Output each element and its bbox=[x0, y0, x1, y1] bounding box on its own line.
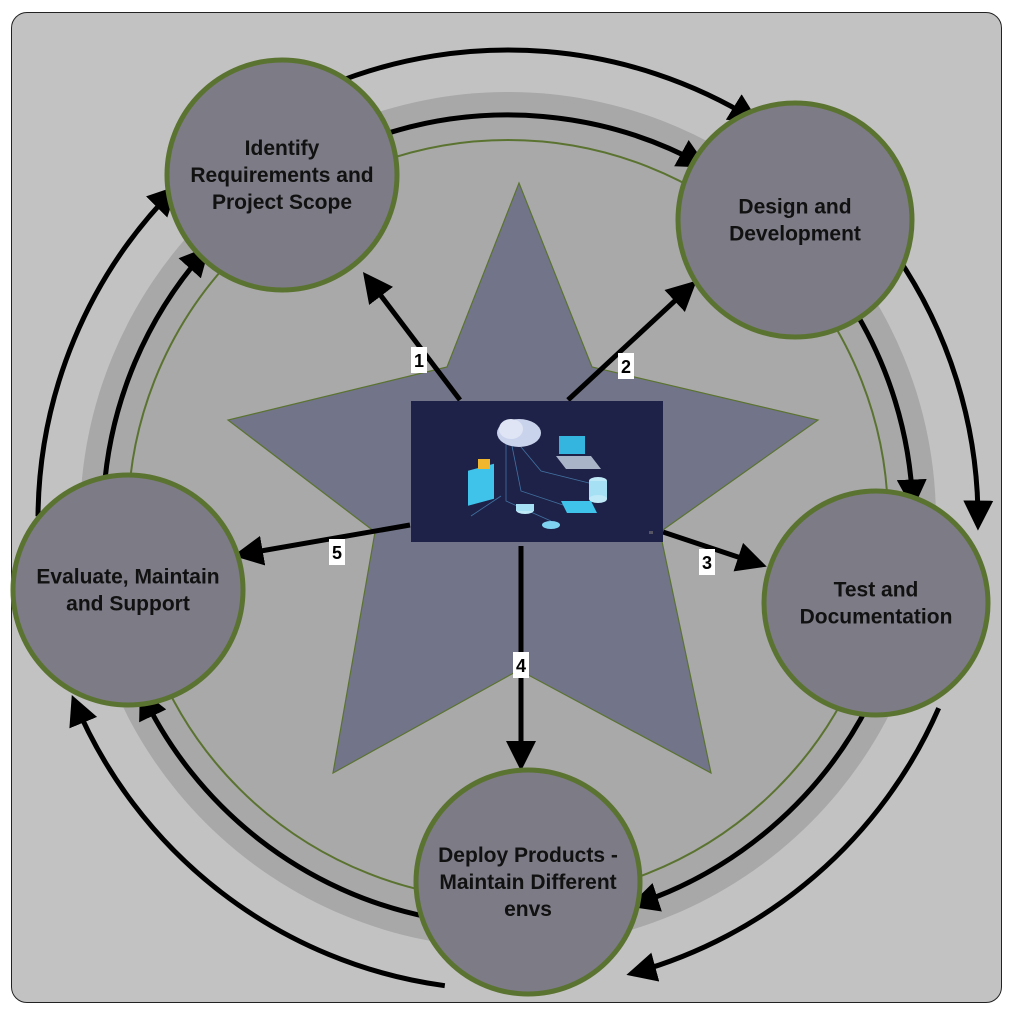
spoke-arrow-2 bbox=[566, 280, 697, 402]
phase-circle-deploy bbox=[413, 767, 643, 997]
center-illustration bbox=[411, 401, 663, 542]
spoke-label-box-4 bbox=[513, 652, 529, 678]
spoke-arrows: 1 2 3 4 5 bbox=[233, 272, 767, 771]
phase-label-deploy-line-2: Maintain Different bbox=[439, 871, 616, 894]
spoke-label-3: 3 bbox=[702, 553, 712, 573]
cycle-arrow-test-to-deploy-outer bbox=[626, 707, 941, 982]
cloud-network-illustration-icon bbox=[411, 401, 663, 542]
spoke-label-5: 5 bbox=[332, 543, 342, 563]
cycle-arrow-design-to-test-inner bbox=[849, 304, 927, 510]
cycle-arrow-test-to-deploy-inner bbox=[628, 702, 871, 912]
phase-circle-evaluate bbox=[10, 472, 246, 708]
cycle-arrow-design-to-test-outer bbox=[889, 246, 994, 531]
phase-label-design-line-2: Development bbox=[729, 223, 861, 246]
phase-label-requirements-line-1: Identify bbox=[245, 137, 320, 160]
spoke-label-box-3 bbox=[699, 549, 715, 575]
spoke-label-1: 1 bbox=[414, 351, 424, 371]
phase-label-test-line-1: Test and bbox=[834, 579, 919, 602]
spoke-arrow-1 bbox=[362, 272, 462, 402]
phase-label-deploy-line-1: Deploy Products - bbox=[438, 844, 618, 867]
cycle-arrow-deploy-to-evaluate-inner bbox=[139, 688, 431, 920]
cycle-arrow-requirements-to-design-outer bbox=[328, 47, 760, 123]
phase-circle-design bbox=[675, 100, 915, 340]
phase-label-requirements-line-3: Project Scope bbox=[212, 191, 352, 214]
cycle-arrow-deploy-to-evaluate-outer bbox=[69, 694, 446, 989]
phase-label-requirements-line-2: Requirements and bbox=[190, 164, 373, 187]
cycle-arrow-requirements-to-design-inner bbox=[375, 112, 708, 168]
cycle-arrow-evaluate-to-requirements-inner bbox=[101, 245, 210, 493]
phase-node-deploy: Deploy Products - Maintain Different envs bbox=[413, 767, 643, 997]
spoke-label-box-5 bbox=[329, 539, 345, 565]
phase-label-design-line-1: Design and bbox=[738, 196, 851, 219]
cycle-arrow-evaluate-to-requirements-outer bbox=[35, 185, 178, 517]
phase-circle-test bbox=[761, 488, 991, 718]
spoke-label-box-1 bbox=[411, 347, 427, 373]
spoke-label-box-2 bbox=[618, 353, 634, 379]
spoke-arrow-3 bbox=[662, 529, 767, 572]
phase-node-evaluate: Evaluate, Maintain and Support bbox=[10, 472, 246, 708]
phase-label-test-line-2: Documentation bbox=[800, 606, 953, 629]
phase-circle-requirements bbox=[164, 57, 400, 293]
phase-label-evaluate-line-2: and Support bbox=[66, 593, 190, 616]
phase-label-evaluate-line-1: Evaluate, Maintain bbox=[36, 566, 219, 589]
spoke-label-2: 2 bbox=[621, 357, 631, 377]
spoke-arrow-5 bbox=[233, 522, 411, 566]
phase-label-deploy-line-3: envs bbox=[504, 898, 552, 921]
spoke-label-4: 4 bbox=[516, 656, 526, 676]
